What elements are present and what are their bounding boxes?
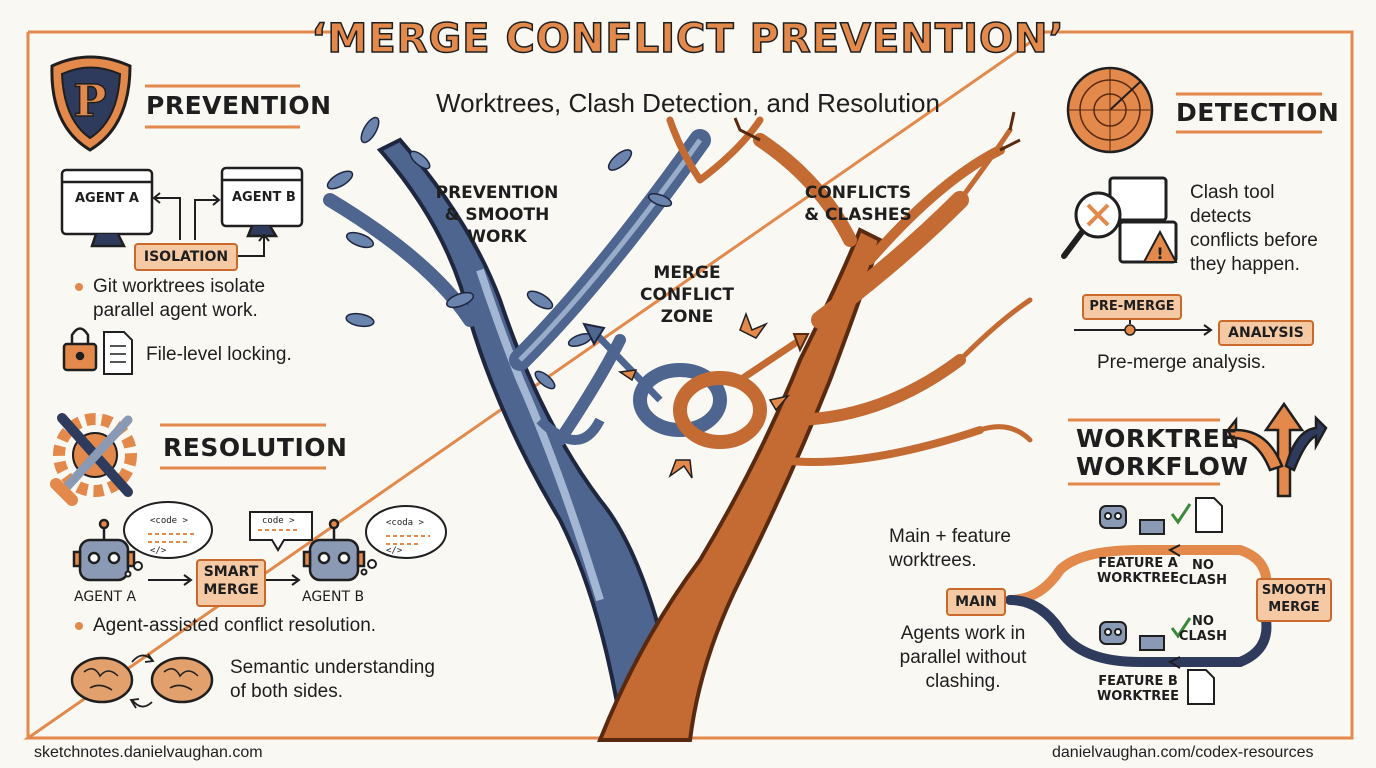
frame-border: [23, 30, 1354, 740]
brain-icon: [150, 656, 214, 704]
bullet-dot: [75, 283, 83, 291]
timeline-marker: [1124, 324, 1136, 336]
smart-merge-tag: SMART MERGE: [196, 559, 266, 607]
page-title: ‘MERGE CONFLICT PREVENTION’: [311, 15, 1065, 63]
bullet-dot: [75, 622, 83, 630]
pre-merge-tag: PRE-MERGE: [1082, 294, 1182, 320]
prevention-point-1-line-2: parallel agent work.: [93, 300, 258, 321]
detection-heading: DETECTION: [1176, 98, 1340, 127]
padlock-icon: [62, 327, 98, 372]
thought-bubbles: [123, 501, 447, 578]
resolution-point-1: Agent-assisted conflict resolution.: [93, 615, 377, 636]
resolution-point-2-line-2: of both sides.: [230, 681, 344, 702]
svg-text:P: P: [73, 76, 106, 127]
monitor-icon: [60, 168, 154, 248]
feature-a-branch: [1005, 545, 1272, 605]
worktree-text-2: Agents work in parallel without clashing…: [899, 623, 1027, 692]
main-tag: MAIN: [946, 588, 1006, 616]
detection-caption: Pre-merge analysis.: [1097, 352, 1266, 373]
worktree-heading-line-2: WORKFLOW: [1076, 452, 1249, 481]
prevention-heading: PREVENTION: [146, 91, 332, 120]
brain-icon: [70, 656, 134, 704]
tree-right-label: CONFLICTS & CLASHES: [804, 183, 912, 225]
tree-left-label: PREVENTION & SMOOTH WORK: [435, 183, 559, 247]
merge-conflict-zone-label: MERGE CONFLICT ZONE: [640, 263, 734, 327]
code-squiggles: [148, 529, 430, 545]
bubble-code-1b: </>: [150, 546, 167, 556]
feature-b-label: FEATURE B WORKTREE: [1096, 674, 1180, 704]
analysis-tag: ANALYSIS: [1218, 320, 1314, 346]
no-clash-a-label: NO CLASH: [1178, 558, 1228, 588]
merge-arrows: [148, 574, 301, 586]
bubble-code-1: <code >: [150, 516, 188, 526]
isolation-arrows: [152, 192, 270, 257]
page-subtitle: Worktrees, Clash Detection, and Resoluti…: [436, 88, 940, 118]
tree-illustration: [323, 111, 1033, 742]
robot-icon: [302, 518, 366, 582]
robot-icon: [72, 518, 136, 582]
monitor-icon: [220, 166, 304, 238]
robot-icon: [1099, 505, 1165, 535]
prevention-point-1-line-1: Git worktrees isolate: [93, 276, 266, 297]
document-icon: [1187, 497, 1223, 705]
smooth-merge-tag: SMOOTH MERGE: [1256, 578, 1332, 622]
detection-heading-lines: [1176, 92, 1322, 134]
bubble-code-3b: </>: [386, 546, 403, 556]
agent-a-monitor-label: AGENT A: [75, 191, 139, 206]
isolation-tag: ISOLATION: [134, 243, 238, 271]
feature-b-branch: [1005, 595, 1272, 667]
resolution-agent-b-label: AGENT B: [302, 589, 365, 605]
detection-text: Clash tool detects conflicts before they…: [1190, 182, 1318, 275]
worktree-heading-lines: [1068, 418, 1220, 486]
resolution-agent-a-label: AGENT A: [74, 589, 137, 605]
split-arrows-icon: [1226, 401, 1328, 498]
prevention-point-2: File-level locking.: [146, 344, 292, 365]
bubble-code-3: <coda >: [386, 518, 424, 528]
no-clash-b-label: NO CLASH: [1178, 614, 1228, 644]
prevention-heading-lines: [145, 84, 300, 129]
gear-wrench-icon: [50, 413, 137, 506]
document-icon: [103, 331, 133, 375]
warning-icon: !: [1142, 229, 1178, 263]
resolution-heading-lines: [160, 423, 326, 470]
bubble-code-2: code >: [262, 516, 295, 526]
svg-text:!: !: [1156, 244, 1163, 263]
shield-icon: P: [50, 55, 132, 152]
radar-icon: [1066, 66, 1154, 154]
worktree-text-1-line-2: worktrees.: [889, 550, 977, 571]
feature-a-label: FEATURE A WORKTREE: [1096, 556, 1180, 586]
resolution-heading: RESOLUTION: [163, 433, 348, 462]
checkmark-icon: [1170, 503, 1192, 639]
magnifier-icon: [1061, 176, 1178, 264]
worktree-text-1-line-1: Main + feature: [889, 526, 1011, 547]
brain-exchange-arrows: [129, 653, 155, 709]
agent-b-monitor-label: AGENT B: [232, 190, 296, 205]
worktree-heading-line-1: WORKTREE: [1076, 424, 1238, 453]
resolution-point-2-line-1: Semantic understanding: [230, 657, 435, 678]
robot-icon: [1099, 621, 1165, 651]
footer-left-url: sketchnotes.danielvaughan.com: [34, 744, 263, 761]
footer-right-url: danielvaughan.com/codex-resources: [1052, 744, 1314, 761]
